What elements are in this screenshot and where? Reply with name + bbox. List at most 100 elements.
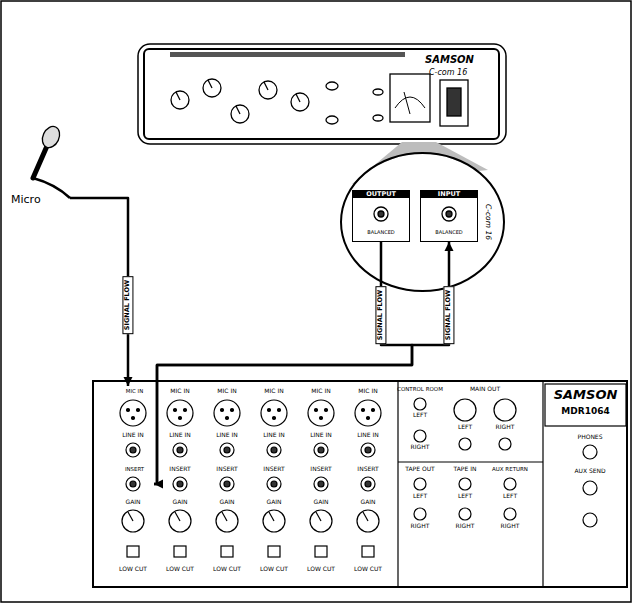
low-cut-button xyxy=(221,546,233,557)
jack-panel: OUTPUT BALANCED xyxy=(352,190,410,242)
panel-label: MAIN OUT xyxy=(470,386,500,393)
panel-label: LEFT xyxy=(413,412,427,419)
microphone-node: Micro xyxy=(8,118,70,210)
xlr-jack xyxy=(261,400,287,426)
xlr-pin xyxy=(325,409,328,412)
node-text: OUTPUT xyxy=(353,191,409,198)
low-cut-button xyxy=(174,546,186,557)
top-stripe xyxy=(170,52,405,57)
panel-label: TAPE OUT xyxy=(405,466,434,473)
xlr-pin xyxy=(184,409,187,412)
panel-label: LOW CUT xyxy=(166,566,194,573)
insert-jack xyxy=(267,477,281,491)
node-text: INSERT xyxy=(115,466,154,472)
panel-label: LINE IN xyxy=(263,432,285,439)
jack-hole xyxy=(224,447,230,453)
xlr-jack xyxy=(214,400,240,426)
low-cut-button xyxy=(315,546,327,557)
xlr-pin xyxy=(268,409,271,412)
jack-panel: INSERT xyxy=(115,464,154,492)
knob-pointer xyxy=(175,512,180,521)
xlr-jack xyxy=(167,400,193,426)
panel-label: LINE IN xyxy=(310,432,332,439)
node-text: SAMSON xyxy=(425,54,474,66)
panel-label: LINE IN xyxy=(169,432,191,439)
xlr-pin xyxy=(132,417,135,420)
gain-knob xyxy=(216,510,238,532)
xlr-pin xyxy=(226,417,229,420)
gain-knob xyxy=(169,510,191,532)
callout-jacks xyxy=(374,207,456,221)
panel-label: INSERT xyxy=(216,466,237,473)
xlr-pin xyxy=(278,409,281,412)
jack-hole xyxy=(365,447,371,453)
xlr-jack xyxy=(308,400,334,426)
panel-label: RIGHT xyxy=(501,523,520,530)
node-text: INPUT xyxy=(421,191,477,198)
panel-label: AUX SEND xyxy=(574,468,605,475)
panel-label: RIGHT xyxy=(411,523,430,530)
insert-jack xyxy=(173,477,187,491)
jack-hole xyxy=(318,481,324,487)
panel-label: LINE IN xyxy=(357,432,379,439)
node-text: BALANCED xyxy=(353,230,409,236)
jack-hole xyxy=(365,481,371,487)
panel-label: LEFT xyxy=(458,424,472,431)
low-cut-button xyxy=(127,546,139,557)
knob-pointer xyxy=(128,512,133,521)
panel-label: RIGHT xyxy=(411,444,430,451)
panel-label: MIC IN xyxy=(358,388,377,395)
low-cut-button xyxy=(268,546,280,557)
node-text: SAMSON xyxy=(545,388,626,403)
panel-label: GAIN xyxy=(172,499,187,506)
jack-hole xyxy=(224,481,230,487)
panel-label: GAIN xyxy=(360,499,375,506)
jack-hole xyxy=(318,447,324,453)
low-cut-button xyxy=(362,546,374,557)
insert-jack xyxy=(220,477,234,491)
panel-label: LOW CUT xyxy=(119,566,147,573)
xlr-pin xyxy=(372,409,375,412)
panel-label: INSERT xyxy=(310,466,331,473)
xlr-jack xyxy=(120,400,146,426)
insert-jack xyxy=(314,477,328,491)
panel-label: LOW CUT xyxy=(213,566,241,573)
xlr-pin xyxy=(179,417,182,420)
panel-label: MIC IN xyxy=(170,388,189,395)
panel-label: GAIN xyxy=(266,499,281,506)
zoom-ground xyxy=(342,154,504,290)
xlr-pin xyxy=(127,409,130,412)
gain-knob xyxy=(122,510,144,532)
line-jack xyxy=(220,443,234,457)
arrowhead xyxy=(445,242,454,251)
mixer-sections xyxy=(398,382,626,586)
node-text: MIC IN xyxy=(113,388,156,394)
xlr-pin xyxy=(174,409,177,412)
xlr-pin xyxy=(367,417,370,420)
knob-pointer xyxy=(363,512,368,521)
line-jack xyxy=(126,443,140,457)
panel-label: LINE IN xyxy=(216,432,238,439)
panel-label: INSERT xyxy=(169,466,190,473)
node-text: C-com 16 xyxy=(484,204,493,240)
gain-knob xyxy=(357,510,379,532)
xlr-jack xyxy=(355,400,381,426)
line-jack xyxy=(173,443,187,457)
cable-line xyxy=(154,242,412,484)
panel-label: INSERT xyxy=(263,466,284,473)
jack-hole xyxy=(271,481,277,487)
jack-hole xyxy=(130,447,136,453)
edge-label: SIGNAL FLOW xyxy=(122,276,133,334)
panel-label: RIGHT xyxy=(456,523,475,530)
output-jacks xyxy=(414,398,597,527)
line-jack xyxy=(267,443,281,457)
xlr-pin xyxy=(231,409,234,412)
panel-label: GAIN xyxy=(313,499,328,506)
line-jack xyxy=(361,443,375,457)
jack-panel: INPUTBALANCED xyxy=(420,190,478,242)
vu-meter xyxy=(390,74,430,122)
compressor-panel: SAMSONC-com 16 xyxy=(143,48,500,140)
